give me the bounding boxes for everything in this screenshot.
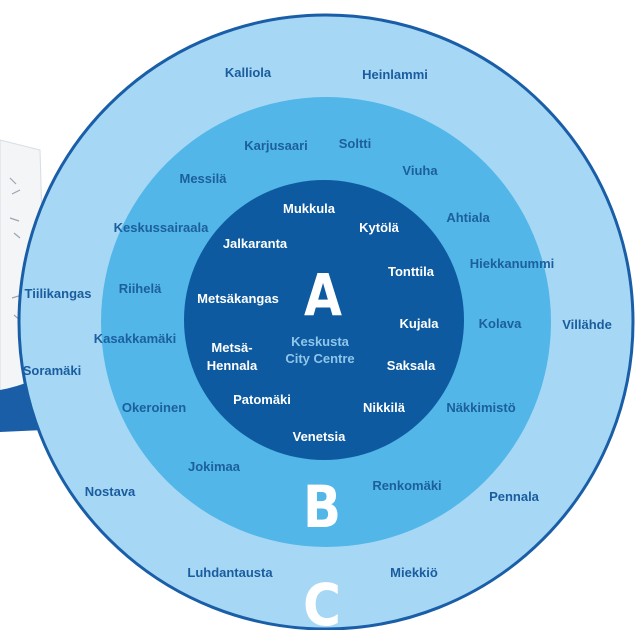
place-metsa-hennala-line1: Metsä- (211, 340, 252, 355)
place-keskussairaala: Keskussairaala (114, 220, 209, 235)
place-soramaki: Soramäki (23, 363, 82, 378)
place-hiekkanummi: Hiekkanummi (470, 256, 555, 271)
place-metsakangas: Metsäkangas (197, 291, 279, 306)
place-nakkimisto: Näkkimistö (446, 400, 515, 415)
zone-b-places: Karjusaari Soltti Messilä Viuha Keskussa… (94, 136, 554, 493)
place-messila: Messilä (180, 171, 228, 186)
place-jalkaranta: Jalkaranta (223, 236, 288, 251)
place-venetsia: Venetsia (293, 429, 347, 444)
zone-b-letter: B (303, 473, 341, 541)
place-kytola: Kytölä (359, 220, 400, 235)
place-nostava: Nostava (85, 484, 136, 499)
place-tonttila: Tonttila (388, 264, 435, 279)
zone-a-places: Mukkula Kytölä Jalkaranta Tonttila Metsä… (197, 201, 439, 444)
place-kalliola: Kalliola (225, 65, 272, 80)
place-okeroinen: Okeroinen (122, 400, 186, 415)
place-saksala: Saksala (387, 358, 436, 373)
place-ahtiala: Ahtiala (446, 210, 490, 225)
zone-c-places: Kalliola Heinlammi Tiilikangas Villähde … (23, 65, 612, 580)
place-patomaki: Patomäki (233, 392, 291, 407)
zone-a-letter: A (304, 261, 342, 329)
center-label-line1: Keskusta (291, 334, 350, 349)
place-riihela: Riihelä (119, 281, 162, 296)
place-karjusaari: Karjusaari (244, 138, 308, 153)
place-heinlammi: Heinlammi (362, 67, 428, 82)
place-jokimaa: Jokimaa (188, 459, 241, 474)
place-viuha: Viuha (402, 163, 438, 178)
place-metsa-hennala-line2: Hennala (207, 358, 258, 373)
place-renkomaki: Renkomäki (372, 478, 441, 493)
place-kasakkamaki: Kasakkamäki (94, 331, 176, 346)
zone-c-letter: C (303, 571, 341, 630)
place-soltti: Soltti (339, 136, 372, 151)
zone-a-core (184, 180, 464, 460)
place-pennala: Pennala (489, 489, 540, 504)
place-mukkula: Mukkula (283, 201, 336, 216)
place-tiilikangas: Tiilikangas (25, 286, 92, 301)
place-villahde: Villähde (562, 317, 612, 332)
place-kolava: Kolava (479, 316, 522, 331)
center-label-line2: City Centre (285, 351, 354, 366)
place-nikkila: Nikkilä (363, 400, 406, 415)
place-luhdantausta: Luhdantausta (187, 565, 273, 580)
place-kujala: Kujala (399, 316, 439, 331)
place-miekkio: Miekkiö (390, 565, 438, 580)
